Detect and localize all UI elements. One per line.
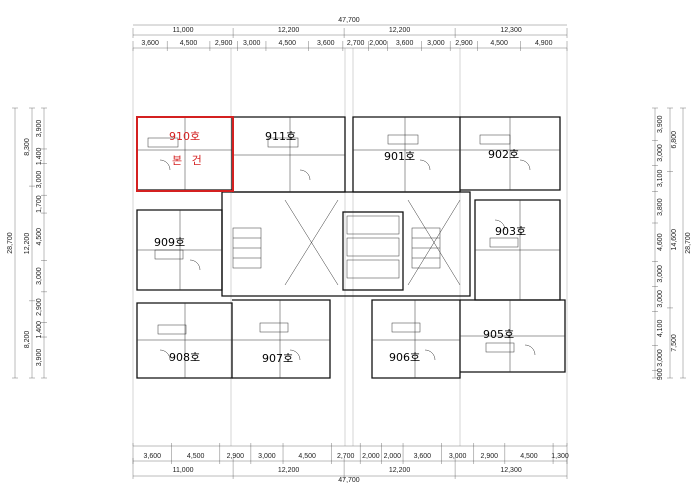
bottom-minor-dims: 3,600 4,500 2,900 3,000 4,500 2,700 2,000 2,000… bbox=[144, 453, 569, 460]
unit-905-label: 905호 bbox=[483, 328, 514, 341]
top-minor-dim: 3,600 bbox=[396, 40, 414, 47]
unit-903-label: 903호 bbox=[495, 225, 526, 238]
left-minor-dim: 2,900 bbox=[36, 298, 43, 316]
unit-910-label: 910호 bbox=[169, 130, 200, 143]
column-grid bbox=[132, 48, 568, 446]
bottom-minor-dim: 2,000 bbox=[384, 453, 402, 460]
unit-907-label: 907호 bbox=[262, 352, 293, 365]
top-major-dim: 12,200 bbox=[278, 27, 300, 34]
unit-910-highlight bbox=[136, 116, 234, 192]
left-minor-dim: 3,000 bbox=[36, 171, 43, 189]
top-minor-dim: 3,600 bbox=[317, 40, 335, 47]
right-minor-dim: 3,000 bbox=[657, 265, 664, 283]
unit-908-label: 908호 bbox=[169, 351, 200, 364]
bottom-minor-dim: 2,700 bbox=[337, 453, 355, 460]
left-major-dim: 12,200 bbox=[24, 233, 31, 255]
bottom-minor-dim: 3,000 bbox=[258, 453, 276, 460]
left-minor-dim: 1,400 bbox=[36, 321, 43, 339]
right-major-dim: 14,600 bbox=[671, 229, 678, 251]
unit-906-label: 906호 bbox=[389, 351, 420, 364]
right-major-dim: 7,500 bbox=[671, 334, 678, 352]
top-minor-dim: 2,900 bbox=[215, 40, 233, 47]
left-minor-dim: 3,900 bbox=[36, 349, 43, 367]
right-minor-dim: 4,600 bbox=[657, 233, 664, 251]
bottom-minor-dim: 2,900 bbox=[481, 453, 499, 460]
bottom-major-dims: 11,000 12,200 12,200 12,300 bbox=[173, 467, 522, 474]
bottom-minor-dim: 4,500 bbox=[187, 453, 205, 460]
right-minor-dim: 3,000 bbox=[657, 349, 664, 367]
right-minor-dim: 900 bbox=[657, 368, 664, 380]
right-major-dim: 6,800 bbox=[671, 131, 678, 149]
top-minor-dim: 2,700 bbox=[347, 40, 365, 47]
top-minor-dim: 4,500 bbox=[180, 40, 198, 47]
top-major-dim: 12,200 bbox=[389, 27, 411, 34]
top-major-dims: 11,000 12,200 12,200 12,300 bbox=[173, 27, 522, 34]
bottom-major-dim: 11,000 bbox=[173, 467, 194, 474]
unit-911-label: 911호 bbox=[265, 130, 296, 143]
building-outline bbox=[136, 116, 566, 379]
bottom-minor-dim: 4,500 bbox=[520, 453, 538, 460]
bottom-minor-dim: 3,600 bbox=[414, 453, 432, 460]
top-minor-dim: 3,600 bbox=[141, 40, 159, 47]
bottom-major-dim: 12,200 bbox=[278, 467, 300, 474]
right-minor-dim: 3,900 bbox=[657, 115, 664, 133]
bottom-major-dim: 12,200 bbox=[389, 467, 411, 474]
right-dimension-lines bbox=[652, 107, 686, 379]
top-minor-dim: 3,000 bbox=[427, 40, 445, 47]
right-total-dim: 28,700 bbox=[685, 232, 692, 254]
right-minor-dim: 3,800 bbox=[657, 198, 664, 216]
right-minor-dim: 4,100 bbox=[657, 320, 664, 338]
bottom-minor-dim: 1,300 bbox=[551, 453, 569, 460]
unit-909-label: 909호 bbox=[154, 236, 185, 249]
unit-901-label: 901호 bbox=[384, 150, 415, 163]
top-major-dim: 11,000 bbox=[173, 27, 194, 34]
top-major-dim: 12,300 bbox=[500, 27, 522, 34]
bottom-minor-dim: 2,000 bbox=[362, 453, 380, 460]
top-dimension-lines bbox=[132, 24, 568, 51]
left-minor-dim: 4,500 bbox=[36, 228, 43, 246]
top-minor-dim: 2,900 bbox=[455, 40, 473, 47]
left-minor-dim: 3,000 bbox=[36, 267, 43, 285]
right-minor-dim: 3,000 bbox=[657, 290, 664, 308]
top-minor-dim: 3,000 bbox=[243, 40, 261, 47]
bottom-total-dim: 47,700 bbox=[338, 477, 360, 484]
top-total-dim: 47,700 bbox=[338, 17, 360, 24]
right-dims: 3,900 3,000 3,100 3,800 4,600 3,000 3,000 4,100… bbox=[657, 115, 692, 380]
bottom-minor-dim: 3,000 bbox=[449, 453, 467, 460]
top-minor-dims: 3,600 4,500 2,900 3,000 4,500 3,600 2,700 2,000… bbox=[141, 40, 552, 47]
top-minor-dim: 4,500 bbox=[490, 40, 508, 47]
left-minor-dim: 1,400 bbox=[36, 147, 43, 165]
bottom-major-dim: 12,300 bbox=[500, 467, 522, 474]
left-dimension-lines bbox=[12, 107, 47, 379]
left-major-dim: 8,300 bbox=[24, 138, 31, 156]
left-dims: 28,700 8,300 12,200 8,200 3,900 1,400 3,000 1,7… bbox=[7, 120, 43, 367]
left-total-dim: 28,700 bbox=[7, 232, 14, 254]
bottom-minor-dim: 3,600 bbox=[144, 453, 162, 460]
bottom-minor-dim: 4,500 bbox=[298, 453, 316, 460]
unit-910-note: 본 건 bbox=[172, 154, 205, 167]
right-minor-dim: 3,000 bbox=[657, 144, 664, 162]
top-minor-dim: 4,500 bbox=[279, 40, 297, 47]
left-minor-dim: 1,700 bbox=[36, 195, 43, 213]
left-minor-dim: 3,900 bbox=[36, 120, 43, 138]
bottom-minor-dim: 2,900 bbox=[227, 453, 245, 460]
top-minor-dim: 4,900 bbox=[535, 40, 553, 47]
unit-902-label: 902호 bbox=[488, 148, 519, 161]
bottom-dimension-lines bbox=[132, 443, 568, 479]
left-major-dim: 8,200 bbox=[24, 331, 31, 349]
top-minor-dim: 2,000 bbox=[369, 40, 387, 47]
right-minor-dim: 3,100 bbox=[657, 170, 664, 188]
